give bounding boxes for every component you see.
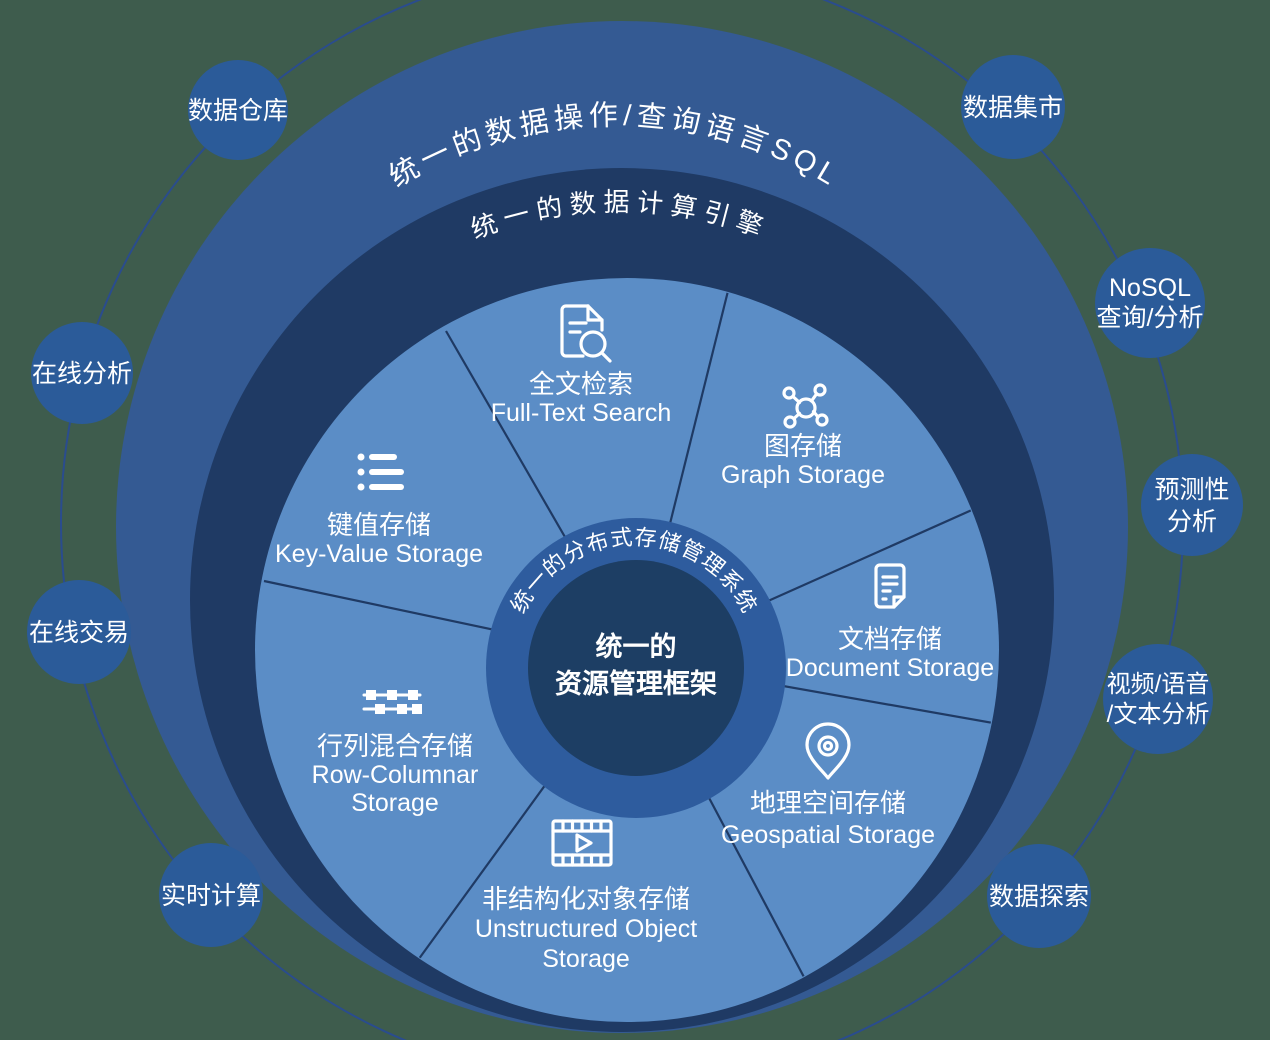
- key-value-storage-icon: [357, 453, 404, 491]
- segment-zh-label: 文档存储: [838, 624, 942, 654]
- segment-zh-label: 地理空间存储: [750, 788, 906, 818]
- segment-unstructured-object-storage: 非结构化对象存储 Unstructured Object Storage: [475, 819, 697, 973]
- segment-en-label: Full-Text Search: [491, 399, 672, 427]
- segment-zh-label: 图存储: [764, 431, 842, 461]
- segment-key-value-storage: 键值存储 Key-Value Storage: [275, 453, 483, 568]
- satellite-label: 数据仓库: [188, 97, 288, 125]
- satellite-label: 实时计算: [161, 882, 261, 910]
- graph-storage-icon: [782, 383, 829, 429]
- segment-en-label-line1: Row-Columnar: [312, 761, 479, 789]
- segment-en-label: Key-Value Storage: [275, 540, 483, 568]
- segment-zh-label: 非结构化对象存储: [482, 884, 690, 914]
- center-label-line2: 资源管理框架: [555, 669, 717, 699]
- satellite-data-warehouse: 数据仓库: [188, 60, 288, 160]
- satellite-nosql-query-analysis: NoSQL 查询/分析: [1095, 248, 1205, 358]
- segment-document-storage: 文档存储 Document Storage: [786, 563, 994, 682]
- satellite-online-transaction: 在线交易: [27, 580, 131, 684]
- satellite-label: 数据探索: [989, 883, 1089, 911]
- segment-en-label-line2: Storage: [351, 789, 439, 817]
- segment-en-label: Geospatial Storage: [721, 821, 935, 849]
- segment-zh-label: 行列混合存储: [317, 731, 473, 761]
- segment-graph-storage: 图存储 Graph Storage: [721, 383, 885, 489]
- center-label-line1: 统一的: [596, 631, 677, 662]
- segment-fulltext-search: 全文检索 Full-Text Search: [491, 304, 672, 427]
- satellite-label-line1: 视频/语音: [1107, 671, 1210, 698]
- document-storage-icon: [874, 563, 906, 609]
- satellite-online-analysis: 在线分析: [31, 322, 133, 424]
- unstructured-object-storage-icon: [551, 819, 613, 867]
- segment-zh-label: 全文检索: [529, 369, 633, 399]
- center-circle: [528, 560, 744, 776]
- geospatial-storage-icon: [805, 722, 851, 780]
- segment-en-label-line1: Unstructured Object: [475, 915, 697, 943]
- satellite-label: 数据集市: [963, 94, 1063, 122]
- segment-geospatial-storage: 地理空间存储 Geospatial Storage: [721, 722, 935, 849]
- satellite-predictive-analysis: 预测性 分析: [1141, 454, 1243, 556]
- segment-en-label: Document Storage: [786, 654, 994, 682]
- satellite-data-mart: 数据集市: [961, 55, 1065, 159]
- segment-row-columnar-storage: 行列混合存储 Row-Columnar Storage: [312, 690, 479, 817]
- satellite-label: 在线交易: [29, 619, 129, 647]
- segment-en-label-line2: Storage: [542, 945, 630, 973]
- satellite-realtime-computing: 实时计算: [159, 843, 263, 947]
- satellite-data-exploration: 数据探索: [987, 844, 1091, 948]
- satellite-label-line2: 分析: [1167, 508, 1217, 536]
- satellite-video-voice-text-analysis: 视频/语音 /文本分析: [1103, 644, 1213, 754]
- satellite-label-line2: 查询/分析: [1097, 304, 1204, 332]
- fulltext-search-icon: [560, 304, 612, 363]
- segment-zh-label: 键值存储: [327, 510, 431, 540]
- satellite-label-line1: NoSQL: [1109, 274, 1191, 302]
- satellite-label-line2: /文本分析: [1107, 701, 1210, 728]
- satellite-label-line1: 预测性: [1154, 476, 1229, 504]
- satellite-label: 在线分析: [32, 360, 132, 388]
- segment-en-label: Graph Storage: [721, 461, 885, 489]
- row-columnar-storage-icon: [362, 690, 422, 714]
